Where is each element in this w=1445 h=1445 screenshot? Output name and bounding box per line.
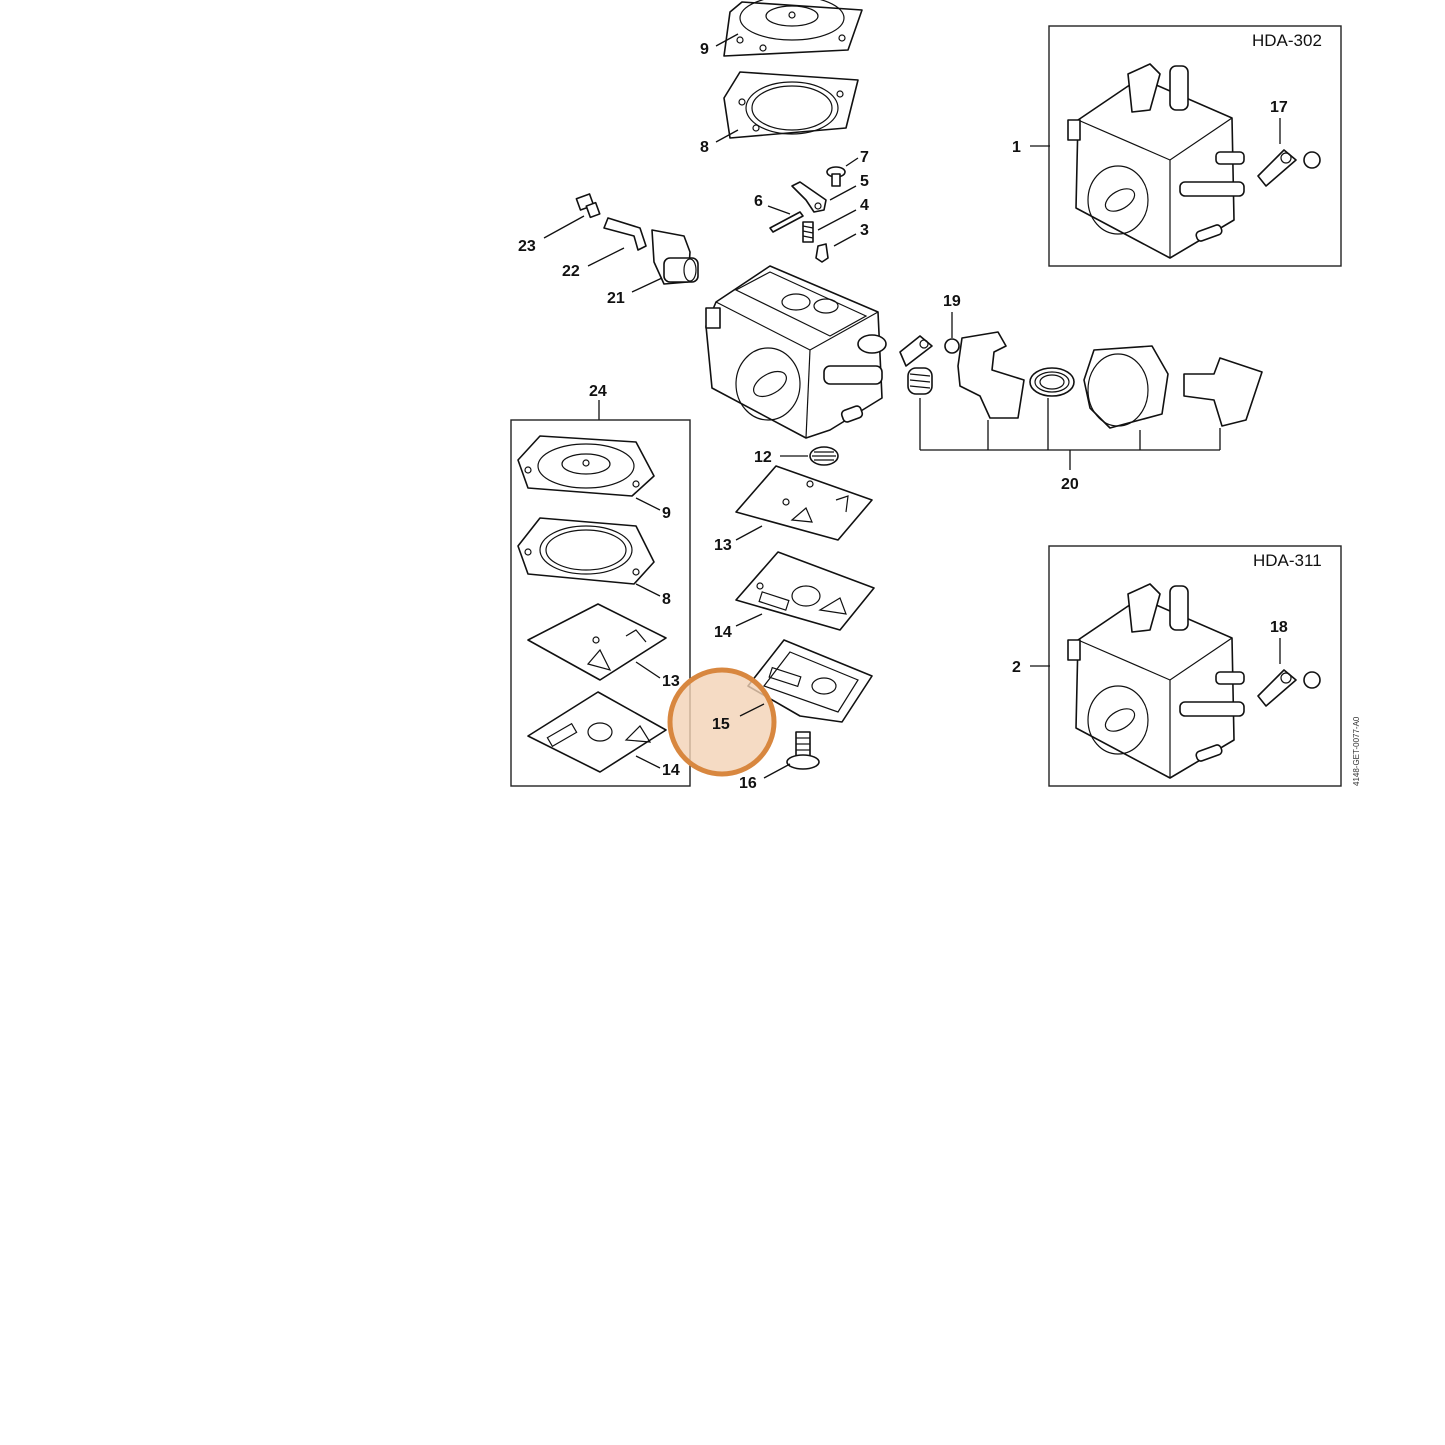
callout-14-mid[interactable]: 14 [714, 624, 732, 641]
callout-3[interactable]: 3 [860, 222, 869, 239]
callout-17[interactable]: 17 [1270, 99, 1288, 116]
screen-part-12 [809, 446, 839, 466]
gasket-part-14 [735, 551, 875, 631]
callout-8-kit[interactable]: 8 [662, 591, 671, 608]
callout-9-top[interactable]: 9 [700, 41, 709, 58]
screw-part-16 [786, 731, 820, 770]
callout-18[interactable]: 18 [1270, 619, 1288, 636]
throttle-assembly-part-20 [907, 331, 1263, 429]
callout-4[interactable]: 4 [860, 197, 869, 214]
diaphragm-part-9 [723, 0, 863, 57]
variant-label-hda-302: HDA-302 [1252, 31, 1322, 50]
variant-box-hda-302 [1048, 25, 1342, 267]
bracket-lines-20 [919, 398, 1221, 470]
drawing-code: 4148-GET-0077-A0 [1352, 716, 1361, 786]
kit-box-24 [510, 400, 691, 787]
pin-part-6 [769, 211, 804, 233]
callout-21[interactable]: 21 [607, 290, 625, 307]
callout-2[interactable]: 2 [1012, 659, 1021, 676]
gasket-part-8 [723, 71, 859, 139]
callout-13-kit[interactable]: 13 [662, 673, 680, 690]
lever-part-19 [899, 335, 960, 367]
callout-5[interactable]: 5 [860, 173, 869, 190]
variant-box-hda-311 [1048, 545, 1342, 787]
callout-1[interactable]: 1 [1012, 139, 1021, 156]
kit-gasket-8 [517, 517, 655, 585]
callout-19[interactable]: 19 [943, 293, 961, 310]
lever-part-17 [1257, 149, 1321, 187]
carburetor-body [705, 265, 887, 439]
spring-part-4 [802, 221, 814, 243]
callout-23[interactable]: 23 [518, 238, 536, 255]
bracket-part-22 [603, 217, 647, 251]
kit-gasket-13 [527, 603, 667, 681]
screw-part-7 [826, 166, 846, 187]
callout-9-kit[interactable]: 9 [662, 505, 671, 522]
kit-diaphragm-9 [517, 435, 655, 497]
callout-7[interactable]: 7 [860, 149, 869, 166]
callout-16[interactable]: 16 [739, 775, 757, 792]
callout-13-mid[interactable]: 13 [714, 537, 732, 554]
valve-part-21 [651, 229, 699, 285]
callout-24[interactable]: 24 [589, 383, 607, 400]
lever-part-18 [1257, 669, 1321, 707]
kit-gasket-14 [527, 691, 667, 773]
callout-8-top[interactable]: 8 [700, 139, 709, 156]
callout-20[interactable]: 20 [1061, 476, 1079, 493]
callout-6[interactable]: 6 [754, 193, 763, 210]
highlight-part-15[interactable]: 15 [667, 667, 777, 777]
cover-part-15 [747, 639, 873, 723]
screw-part-23 [575, 193, 601, 219]
callout-12[interactable]: 12 [754, 449, 772, 466]
gasket-part-13 [735, 465, 873, 541]
needle-part-3 [815, 243, 829, 263]
lever-part-5 [791, 181, 827, 213]
callout-22[interactable]: 22 [562, 263, 580, 280]
callout-15[interactable]: 15 [712, 716, 730, 733]
variant-label-hda-311: HDA-311 [1253, 551, 1322, 570]
callout-14-kit[interactable]: 14 [662, 762, 680, 779]
